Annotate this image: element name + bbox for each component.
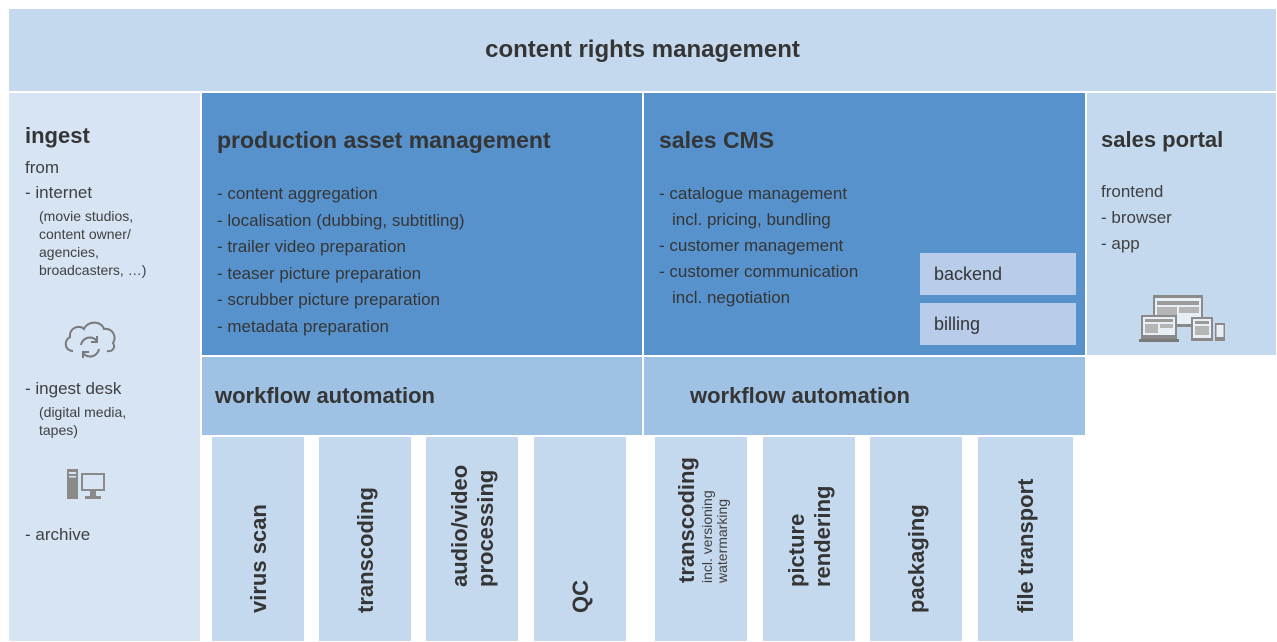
transcoding-versioning-service: transcoding incl. versioning watermarkin…	[654, 436, 748, 642]
pam-title: production asset management	[217, 127, 551, 153]
service-label: virus scan	[246, 504, 271, 613]
pam-item: - content aggregation	[217, 184, 378, 203]
sales-cms-line: - customer management	[659, 236, 844, 255]
service-label: transcoding	[674, 457, 699, 583]
picture-rendering-service: picture rendering	[762, 436, 856, 642]
pam-item: - teaser picture preparation	[217, 263, 422, 283]
pam-list: - content aggregation - localisation (du…	[217, 181, 465, 340]
sales-cms-line: - catalogue management	[659, 184, 848, 203]
cloud-sync-icon	[61, 315, 119, 361]
workflow-automation-left: workflow automation	[201, 356, 643, 436]
sales-cms-line: - customer communication	[659, 262, 859, 281]
banner-title: content rights management	[485, 36, 800, 63]
service-label: rendering	[810, 485, 835, 587]
virus-scan-service: virus scan	[211, 436, 305, 642]
sales-portal-line: frontend	[1101, 182, 1164, 201]
sales-cms-list: - catalogue management incl. pricing, bu…	[659, 181, 858, 311]
desktop-computer-icon	[65, 467, 109, 501]
service-sublabel: watermarking	[714, 498, 730, 583]
ingest-internet-detail: broadcasters, …)	[39, 262, 147, 278]
transcoding-service: transcoding	[318, 436, 412, 642]
service-label: picture	[784, 513, 809, 587]
ingest-internet-detail: content owner/	[39, 226, 131, 242]
production-asset-management-panel: production asset management - content ag…	[201, 92, 643, 356]
sales-portal-title: sales portal	[1101, 127, 1224, 152]
sales-cms-line: incl. pricing, bundling	[672, 210, 831, 229]
ingest-archive: - archive	[25, 525, 91, 544]
sales-portal-panel: sales portal frontend - browser - app	[1086, 92, 1277, 356]
sales-portal-line: - app	[1101, 234, 1140, 253]
content-rights-management-banner: content rights management	[8, 8, 1277, 92]
sales-cms-title: sales CMS	[659, 127, 775, 153]
qc-service: QC	[533, 436, 627, 642]
sales-cms-panel: sales CMS - catalogue management incl. p…	[643, 92, 1086, 356]
ingest-title: ingest	[25, 123, 90, 148]
ingest-from-label: from	[25, 158, 59, 177]
file-transport-service: file transport	[977, 436, 1074, 642]
ingest-internet-details: (movie studios, content owner/ agencies,…	[39, 207, 146, 279]
sales-portal-list: frontend - browser - app	[1101, 179, 1172, 257]
service-label: processing	[473, 469, 498, 587]
ingest-desk: - ingest desk	[25, 379, 122, 398]
pam-item: - scrubber picture preparation	[217, 290, 441, 309]
service-label: file transport	[1013, 478, 1038, 613]
ingest-desk-detail: (digital media,	[39, 404, 127, 420]
billing-chip: billing	[920, 303, 1076, 345]
backend-chip: backend	[920, 253, 1076, 295]
service-label: packaging	[904, 504, 929, 613]
pam-item: - metadata preparation	[217, 316, 389, 336]
ingest-desk-details: (digital media, tapes)	[39, 403, 126, 439]
audio-video-processing-service: audio/video processing	[425, 436, 519, 642]
workflow-left-title: workflow automation	[215, 383, 435, 408]
multi-device-icon	[1139, 293, 1229, 343]
workflow-right-title: workflow automation	[690, 383, 910, 408]
ingest-panel: ingest from - internet (movie studios, c…	[8, 92, 201, 642]
pam-item: - localisation (dubbing, subtitling)	[217, 210, 465, 230]
ingest-internet-detail: (movie studios,	[39, 208, 134, 224]
service-label: QC	[568, 580, 593, 613]
ingest-desk-detail: tapes)	[39, 422, 78, 438]
billing-label: billing	[934, 313, 981, 334]
packaging-service: packaging	[869, 436, 963, 642]
workflow-automation-right: workflow automation	[643, 356, 1086, 436]
service-label: transcoding	[353, 487, 378, 613]
sales-cms-line: incl. negotiation	[672, 288, 791, 307]
ingest-internet-detail: agencies,	[39, 244, 99, 260]
pam-item: - trailer video preparation	[217, 237, 406, 256]
sales-portal-line: - browser	[1101, 208, 1172, 227]
backend-label: backend	[934, 263, 1003, 284]
service-sublabel: incl. versioning	[699, 490, 715, 583]
service-label: audio/video	[447, 464, 472, 587]
ingest-internet: - internet	[25, 183, 93, 202]
